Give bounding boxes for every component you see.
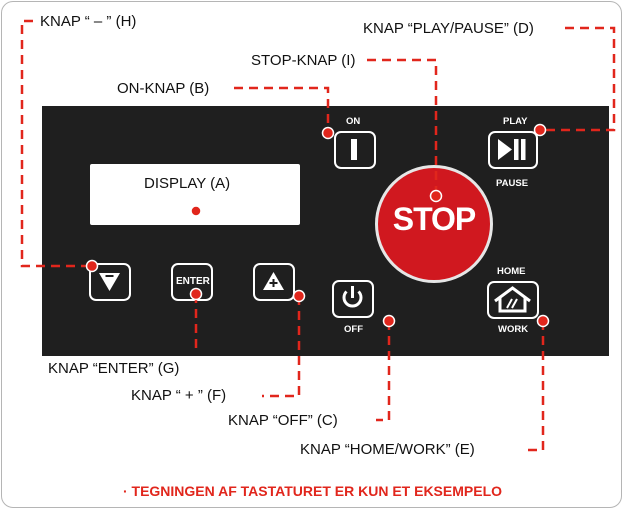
- enter-marker: [189, 287, 203, 301]
- home-button-label: HOME: [497, 266, 526, 277]
- label-key-stop: STOP-KNAP (I): [251, 52, 356, 69]
- home-work-icon: [494, 286, 531, 313]
- label-key-on: ON-KNAP (B): [117, 80, 210, 97]
- minus-marker: [85, 259, 99, 273]
- power-icon: [342, 286, 363, 308]
- up-arrow-icon: [263, 272, 284, 290]
- label-key-enter: KNAP “ENTER” (G): [48, 360, 180, 377]
- label-key-home-work: KNAP “HOME/WORK” (E): [300, 441, 475, 458]
- footer-note: · TEGNINGEN AF TASTATURET ER KUN ET EKSE…: [122, 483, 503, 499]
- pause-button-label: PAUSE: [496, 178, 529, 189]
- on-button[interactable]: [334, 131, 376, 169]
- home-work-marker: [536, 314, 550, 328]
- off-marker: [382, 314, 396, 328]
- enter-button-label: ENTER: [176, 276, 210, 287]
- stop-marker: [429, 189, 443, 203]
- play-pause-button[interactable]: [488, 131, 538, 169]
- label-key-plus: KNAP “ + ” (F): [131, 387, 227, 404]
- on-button-label: ON: [346, 116, 361, 127]
- stop-button[interactable]: STOP: [375, 165, 493, 283]
- play-pause-marker: [533, 123, 547, 137]
- work-button-label: WORK: [498, 324, 529, 335]
- stop-button-label: STOP: [392, 201, 477, 237]
- display-marker: [190, 205, 202, 217]
- label-display: DISPLAY (A): [144, 175, 231, 192]
- off-button-label: OFF: [344, 324, 363, 335]
- home-work-button[interactable]: [487, 281, 539, 319]
- play-pause-icon: [498, 139, 526, 160]
- label-key-minus: KNAP “ – ” (H): [40, 13, 137, 30]
- on-marker: [321, 126, 335, 140]
- down-arrow-icon: [99, 273, 120, 291]
- label-key-play-pause: KNAP “PLAY/PAUSE” (D): [363, 20, 534, 37]
- off-button[interactable]: [332, 280, 374, 318]
- plus-button[interactable]: [253, 263, 295, 301]
- on-bar-icon: [351, 139, 357, 160]
- label-key-off: KNAP “OFF” (C): [228, 412, 338, 429]
- play-button-label: PLAY: [503, 116, 528, 127]
- plus-marker: [292, 289, 306, 303]
